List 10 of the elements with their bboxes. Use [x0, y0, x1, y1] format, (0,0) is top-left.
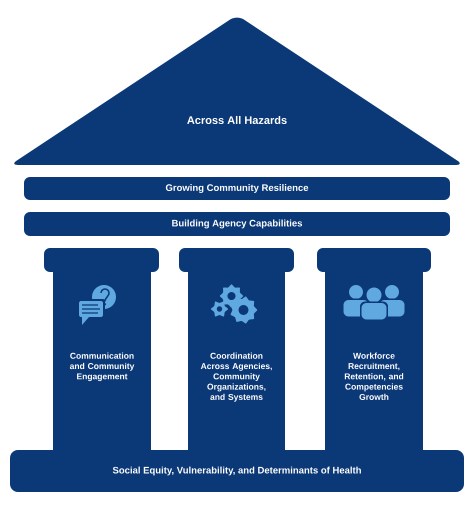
node-label: Communication and Community Engagement — [70, 352, 134, 382]
node-label: Workforce Recruitment, Retention, and Competencies Growth — [344, 352, 404, 400]
pillar-column: Coordination Across Agencies, Community Organizations, and Systems — [179, 248, 294, 450]
banner-bar: Building Agency Capabilities — [24, 212, 450, 236]
node-label: Coordination Across Agencies, Community Organizations, and Systems — [200, 352, 272, 402]
roof-triangle: Across All Hazards — [14, 18, 460, 165]
base-platform: Social Equity, Vulnerability, and Determinants of Health — [10, 450, 464, 492]
node-label: Social Equity, Vulnerability, and Determinants of Health — [112, 466, 361, 476]
pillar-column: Communication and Community Engagement — [44, 248, 159, 450]
banner-bar: Growing Community Resilience — [24, 177, 450, 200]
